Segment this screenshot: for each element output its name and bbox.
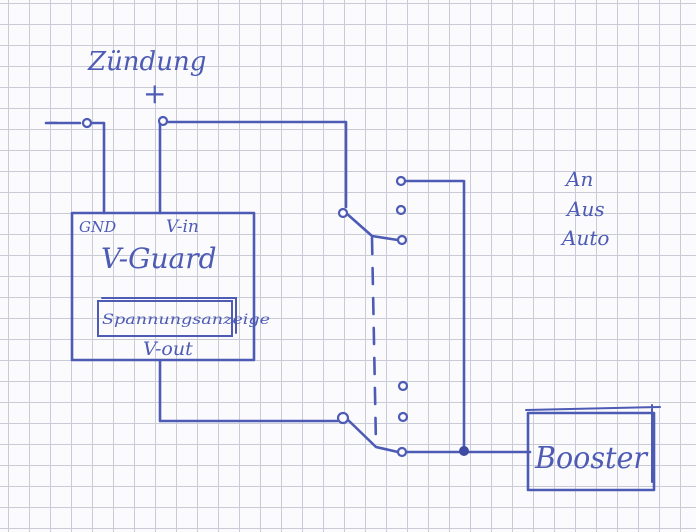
- plus-terminal: [157, 115, 169, 127]
- booster-box: [526, 411, 656, 492]
- v-out-wire: [158, 358, 339, 423]
- on-position-wire: [403, 179, 466, 453]
- junction-dot: [459, 446, 469, 456]
- switch-lower-auto-terminal: [396, 446, 408, 458]
- v-in-label: V-in: [166, 217, 199, 237]
- ignition-to-switch-wire: [164, 120, 348, 209]
- upper-switch-lever: [344, 211, 400, 242]
- ground-wire: [44, 121, 106, 215]
- switch-auto-label: Auto: [560, 226, 609, 250]
- switch-upper-on-terminal: [395, 175, 407, 187]
- booster-label: Booster: [534, 441, 649, 476]
- display-label: Spannungsanzeige: [102, 312, 270, 328]
- lower-switch-lever: [344, 416, 400, 454]
- switch-off-label: Aus: [565, 197, 605, 221]
- switch-lower-on-terminal: [397, 380, 409, 392]
- gnd-label: GND: [79, 218, 116, 236]
- module-name-label: V-Guard: [101, 242, 217, 275]
- minus-label: -: [48, 104, 58, 139]
- switch-upper-auto-terminal: [396, 234, 408, 246]
- plus-label: +: [143, 77, 166, 110]
- minus-terminal: [81, 117, 93, 129]
- voltage-display-box-shadow: [101, 297, 237, 334]
- ignition-label: Zündung: [87, 47, 206, 77]
- switch-lower-common-terminal: [336, 411, 350, 425]
- switch-mechanical-link: [370, 236, 378, 447]
- switch-upper-common-terminal: [337, 207, 349, 219]
- booster-box-overdraw: [525, 404, 661, 483]
- voltage-display-box: [97, 300, 233, 337]
- switch-on-label: An: [564, 167, 593, 191]
- v-out-label: V-out: [143, 338, 193, 360]
- switch-lower-off-terminal: [397, 411, 409, 423]
- switch-upper-off-terminal: [395, 204, 407, 216]
- v-guard-module: [70, 211, 256, 362]
